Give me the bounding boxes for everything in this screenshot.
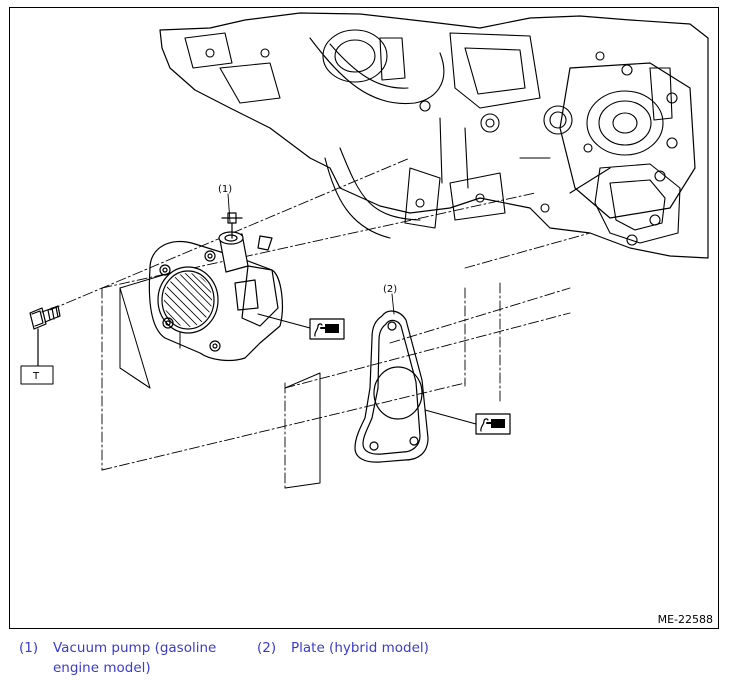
exploded-view-diagram: (1) T (2)	[9, 7, 719, 629]
legend-number: (2)	[257, 640, 277, 656]
engine-block	[159, 12, 709, 259]
legend-text: Vacuum pump (gasoline engine model)	[53, 640, 217, 676]
sealant-icon	[257, 313, 345, 340]
callout-1-label: (1)	[218, 184, 232, 195]
plate	[354, 310, 429, 463]
legend-text: Plate (hybrid model)	[291, 640, 429, 656]
torque-label: T	[32, 371, 40, 382]
sealant-icon	[424, 409, 511, 435]
vacuum-pump	[148, 212, 283, 362]
legend-number: (1)	[19, 640, 39, 656]
block-bolts	[205, 48, 678, 246]
torque-label-box	[20, 365, 54, 385]
mounting-bolt	[29, 305, 61, 367]
callout-2-label: (2)	[383, 284, 397, 295]
callout-1	[227, 193, 231, 223]
legend-item-2: (2) Plate (hybrid model)	[257, 638, 491, 658]
diagram-drawing: (1) T (2)	[20, 12, 709, 489]
legend-item-1: (1) Vacuum pump (gasoline engine model)	[19, 638, 223, 678]
callout-2	[391, 293, 395, 315]
figure-id: ME-22588	[657, 613, 713, 626]
